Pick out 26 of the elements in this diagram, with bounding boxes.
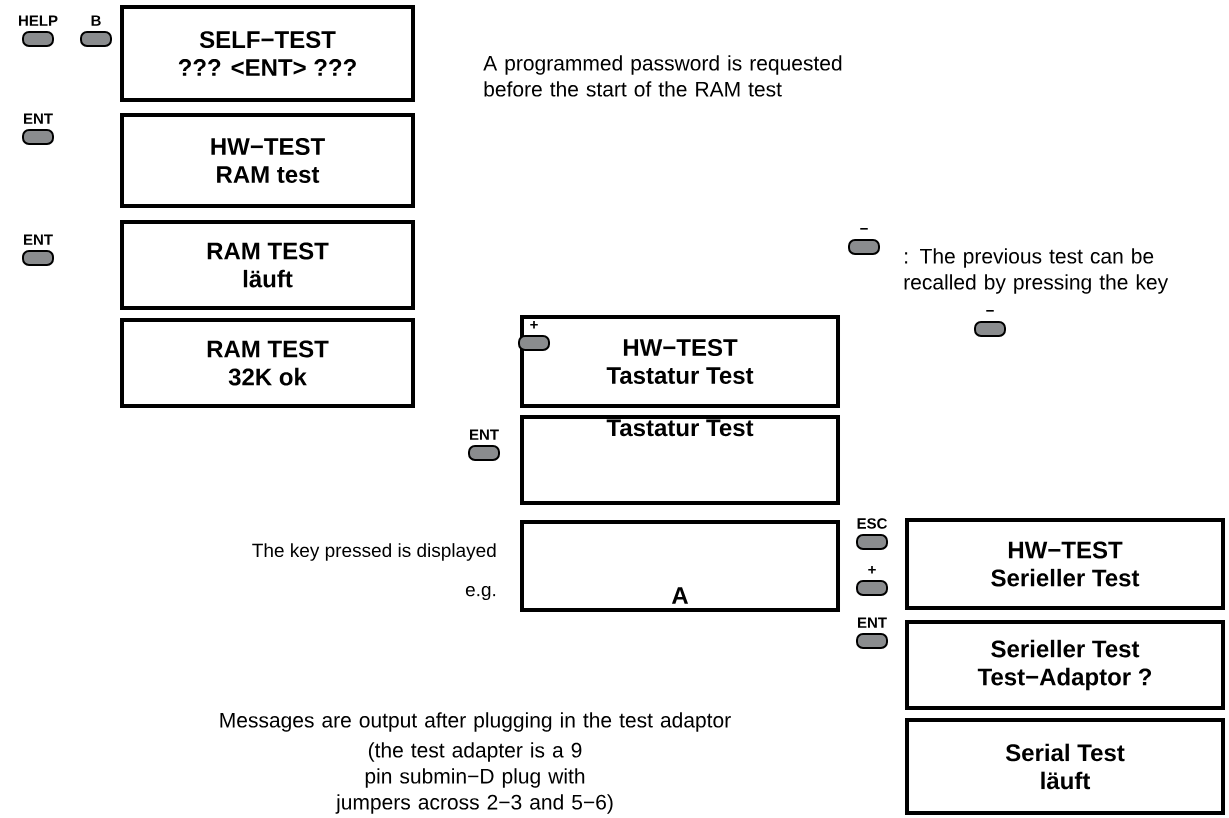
key-label: HELP: [19, 15, 58, 26]
key-label: ENT: [24, 113, 53, 124]
display-box: HW−TEST Serieller Test: [905, 518, 1225, 610]
key-label: +: [530, 321, 538, 329]
key-label: +: [868, 566, 876, 574]
side-note: e.g.: [465, 585, 496, 601]
display-box: HW−TEST RAM test: [120, 113, 415, 208]
display-box: A: [520, 520, 840, 612]
side-note: The key pressed is displayed: [252, 543, 496, 561]
display-box: Serial Test läuft: [905, 718, 1225, 815]
key-label: ENT: [24, 234, 53, 245]
key-label: B: [91, 15, 101, 26]
key-label: −: [860, 228, 868, 230]
note-text: A programmed password is requested before the start of the RAM test: [483, 55, 842, 97]
display-box: SELF−TEST ??? <ENT> ???: [120, 5, 415, 102]
note-text: : The previous test can be recalled by pressing the key: [904, 248, 1169, 294]
key-label: ENT: [858, 617, 887, 628]
key-label: −: [986, 310, 994, 312]
display-box: Serieller Test Test−Adaptor ?: [905, 620, 1225, 710]
note-text: (the test adapter is a 9 pin submin−D plug with jumpers across 2−3 and 5−6): [335, 742, 613, 814]
key-label: ENT: [470, 429, 499, 440]
display-box: Tastatur Test: [520, 415, 840, 505]
note-text: Messages are output after plugging in the test adaptor: [220, 712, 731, 732]
display-box: RAM TEST läuft: [120, 220, 415, 310]
key-label: ESC: [857, 518, 887, 529]
display-box: RAM TEST 32K ok: [120, 318, 415, 408]
